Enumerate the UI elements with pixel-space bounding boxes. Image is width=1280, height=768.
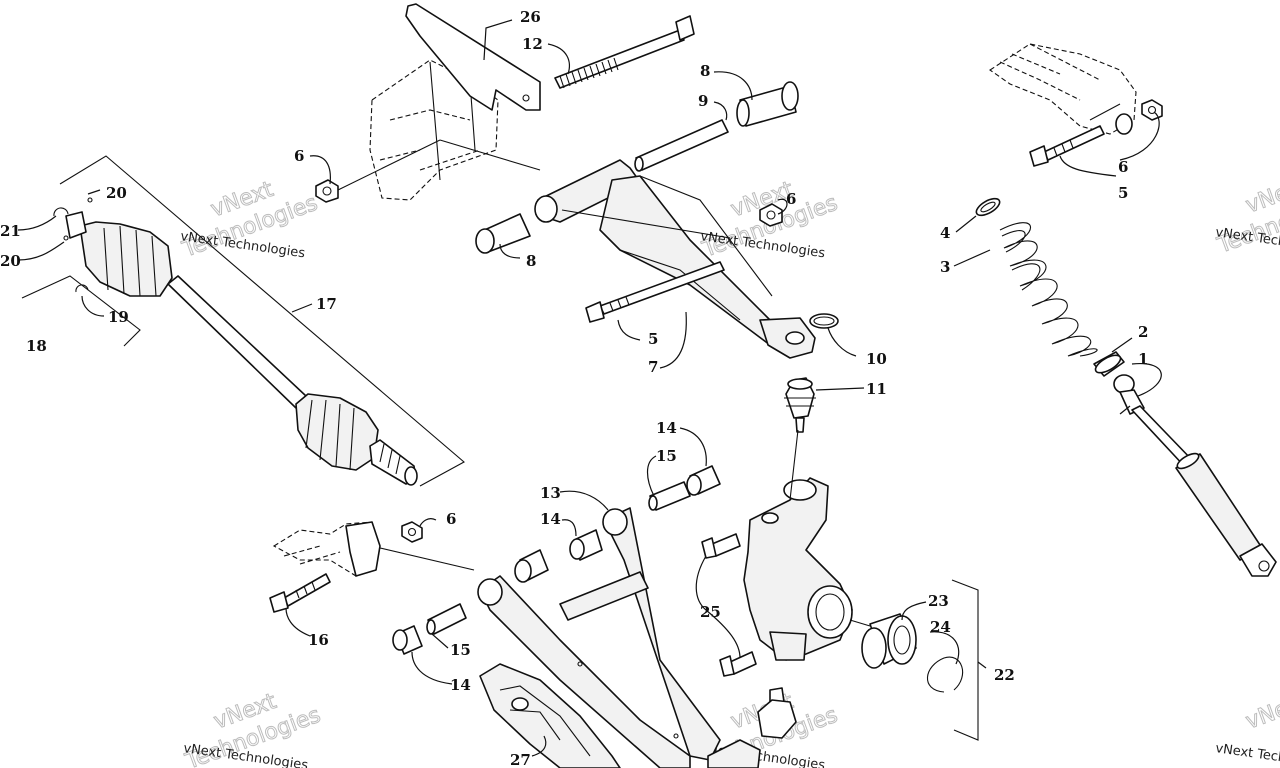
part-9-sleeve: [634, 119, 729, 172]
frame-bracket-right: [989, 43, 1137, 135]
callout-23: 23: [928, 592, 949, 610]
callout-1: 1: [1138, 350, 1148, 368]
callout-26: 26: [520, 8, 541, 26]
part-6-nut-lower-left: [401, 521, 423, 543]
callout-2: 2: [1138, 323, 1148, 341]
callout-9: 9: [698, 92, 708, 110]
part-6-nut-right: [1141, 99, 1163, 121]
steering-knuckle: [743, 429, 853, 661]
callout-6-lower-left: 6: [446, 510, 456, 528]
part-27-skid-plate: [479, 663, 621, 768]
callout-20-top: 20: [106, 184, 127, 202]
callout-8-top: 8: [700, 62, 710, 80]
part-1-shock-absorber: [1113, 374, 1277, 577]
callout-20-left: 20: [0, 252, 21, 270]
callout-5-upper: 5: [648, 330, 658, 348]
part-8-upper-bushing: [736, 81, 799, 127]
part-7-upper-a-arm: [534, 159, 816, 359]
part-25-bolt-lower: [719, 651, 757, 677]
callout-14-top: 14: [656, 419, 677, 437]
callout-22: 22: [994, 666, 1015, 684]
callout-18: 18: [26, 337, 47, 355]
leader-lines: [17, 19, 1162, 757]
callout-5-right: 5: [1118, 184, 1128, 202]
part-26-bracket-plate: [405, 3, 541, 111]
callout-17: 17: [316, 295, 337, 313]
part-11-upper-ball-joint: [784, 377, 816, 433]
callout-14-mid: 14: [540, 510, 561, 528]
part-10-retaining-ring: [809, 313, 839, 329]
callout-7: 7: [648, 358, 658, 376]
part-25-bolt-upper: [701, 533, 741, 559]
part-2-spring-seat: [1093, 351, 1125, 377]
svg-text:vNext: vNext: [1243, 689, 1280, 735]
part-14-bushing-d: [392, 625, 423, 655]
part-5-bolt-upper-arm: [585, 261, 725, 323]
part-8-left-bushing: [475, 213, 531, 254]
part-12-long-bolt: [554, 15, 695, 89]
callout-6-top-left: 6: [294, 147, 304, 165]
callout-labels: 26 12 8 9 6 6 8 5 7 10 11 20 21 20 19 18…: [0, 8, 1148, 768]
callout-11: 11: [866, 380, 887, 398]
lower-a-arm: [477, 507, 721, 768]
callout-16: 16: [308, 631, 329, 649]
callout-8-left: 8: [526, 252, 536, 270]
svg-text:vNext: vNext: [1243, 173, 1280, 219]
bracket-22-group-line: [951, 579, 979, 741]
part-15-sleeve-upper: [648, 481, 691, 511]
callout-3: 3: [940, 258, 950, 276]
watermark-group: vNext Technologies vNext Technologies vN…: [178, 172, 1280, 768]
callout-25: 25: [700, 603, 721, 621]
callout-4: 4: [940, 224, 950, 242]
callout-12: 12: [522, 35, 543, 53]
callout-14-lower: 14: [450, 676, 471, 694]
part-16-bolt-lower: [269, 573, 331, 613]
part-17-drive-axle: [59, 155, 465, 487]
watermark-top-right: vNext Technologies vNext Technologies: [1213, 172, 1280, 259]
bracket-18-group-line: [21, 275, 141, 347]
part-6-nut-upper-arm: [759, 203, 783, 227]
callout-15-top: 15: [656, 447, 677, 465]
callout-13: 13: [540, 484, 561, 502]
part-3-coil-spring: [999, 222, 1098, 357]
part-14-bushing-a: [514, 549, 549, 583]
part-24-snap-ring: [926, 656, 964, 693]
part-5-bolt-right: [1029, 125, 1105, 167]
svg-text:vNext Technologies: vNext Technologies: [1214, 741, 1280, 768]
callout-10: 10: [866, 350, 887, 368]
callout-6-upper-arm: 6: [786, 190, 796, 208]
watermark-bottom-left: vNext Technologies vNext Technologies: [181, 688, 324, 768]
lower-ball-joint: [707, 687, 797, 768]
part-4-spring-retainer: [975, 197, 1001, 217]
callout-15-lower: 15: [450, 641, 471, 659]
part-23-wheel-bearing: [849, 613, 917, 669]
watermark-bottom-right: vNext vNext Technologies: [1214, 688, 1280, 768]
callout-6-right: 6: [1118, 158, 1128, 176]
part-14-bushing-b: [569, 529, 603, 561]
frame-bracket-lower-left: [272, 521, 475, 577]
callout-21: 21: [0, 222, 21, 240]
part-15-sleeve-lower: [426, 603, 467, 635]
callout-27: 27: [510, 751, 531, 768]
watermark-top-left: vNext Technologies vNext Technologies: [178, 176, 321, 263]
part-6-nut-upper-left: [315, 139, 441, 203]
callout-19: 19: [108, 308, 129, 326]
callout-24: 24: [930, 618, 951, 636]
part-14-bushing-c: [686, 465, 721, 496]
